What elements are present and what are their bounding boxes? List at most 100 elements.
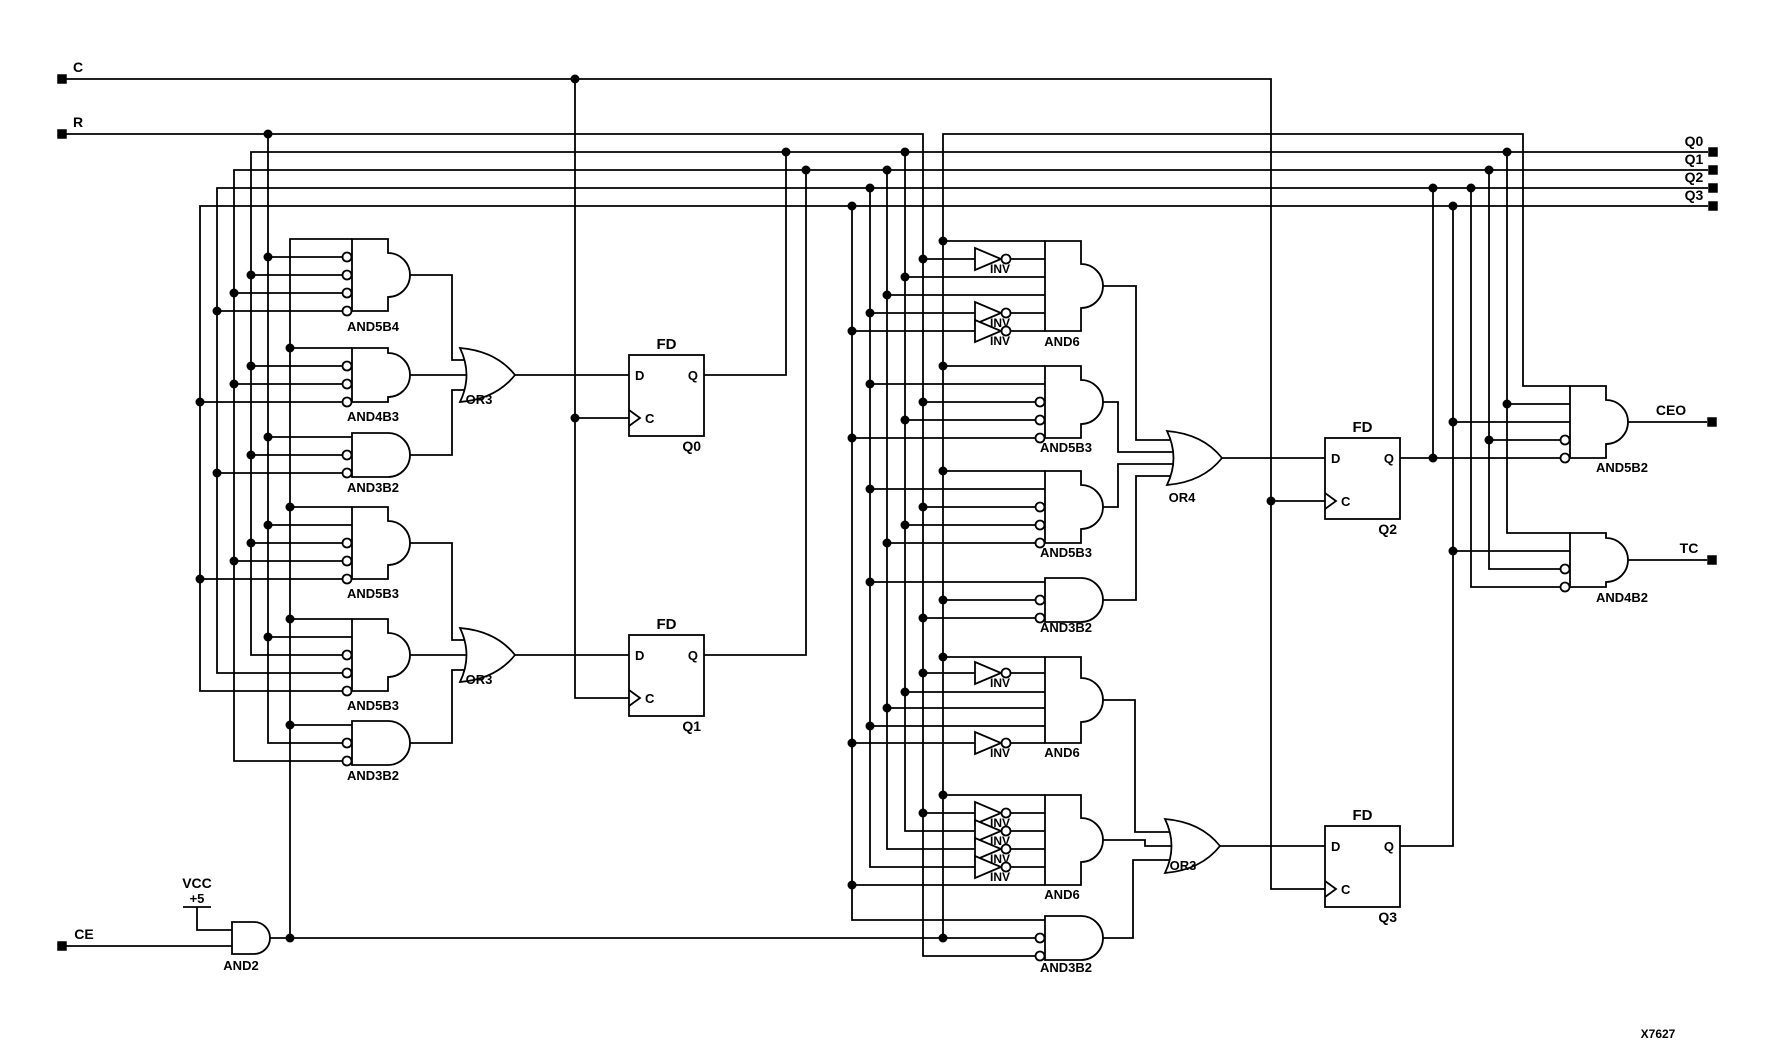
junction-dot [285,343,295,353]
and-gate-body [1044,577,1104,623]
terminal-label: C [73,59,83,75]
junction-dot [918,668,928,678]
fd-label: FD [1353,807,1373,824]
input-bubble-icon [341,537,353,549]
fd-pin-q: Q [1384,451,1394,466]
junction-dot [900,147,910,157]
fd-pin-d: D [635,368,644,383]
junction-dot [1466,183,1476,193]
gate-and3b2-2: AND3B2 [341,432,411,495]
and-gate-body [351,238,411,312]
wire [1103,401,1177,453]
junction-dot [1448,546,1458,556]
wire [1103,475,1177,601]
clock-chevron-icon [1324,492,1338,510]
input-bubble-icon [341,667,353,679]
and-gate-body [1044,915,1104,961]
inverter-icon [974,318,1004,344]
junction-dot [801,165,811,175]
wire-layer [66,78,1708,957]
gate-label: OR3 [466,392,493,407]
terminal-pad-icon [1707,417,1717,427]
input-bubble-icon [1034,950,1046,962]
junction-dot [1428,183,1438,193]
input-bubble-icon [341,467,353,479]
junction-dot [882,165,892,175]
junction-dot [918,502,928,512]
terminal-label: Q0 [1685,133,1704,149]
gate-and3b2-13: AND3B2 [1034,577,1104,635]
junction-dot [246,270,256,280]
junction-dot [1448,201,1458,211]
junction-dot [212,306,222,316]
junction-dot [229,288,239,298]
inverter-icon [974,300,1004,326]
input-bubble-icon [341,449,353,461]
terminal-label: CEO [1656,402,1686,418]
junction-dot [938,466,948,476]
input-bubble-icon [1559,563,1571,575]
inv-bubble-icon [1000,843,1012,855]
fd-pin-q: Q [688,648,698,663]
wire [1400,206,1454,847]
and-gate-body [1044,656,1104,744]
inv-label: INV [990,870,1010,884]
inv-bubble-icon [1000,807,1012,819]
inv-bubble-icon [1000,325,1012,337]
input-bubble-icon [1034,501,1046,513]
junction-dot [865,183,875,193]
gate-and3b2-5: AND3B2 [341,720,411,783]
terminal-label: TC [1680,540,1699,556]
gate-label: OR3 [1170,858,1197,873]
inv-bubble-icon [1000,825,1012,837]
fd-instance-label: Q0 [682,438,701,454]
annotation-x7627: X7627 [1641,1027,1676,1041]
gate-label: AND3B2 [347,480,399,495]
input-bubble-icon [341,573,353,585]
junction-dot [865,484,875,494]
terminal-label: CE [74,926,93,942]
junction-dot [900,520,910,530]
wire [289,238,352,938]
wire [1103,839,1175,847]
wire [267,134,342,744]
junction-dot [918,397,928,407]
input-bubble-icon [1559,434,1571,446]
fd-pin-d: D [635,648,644,663]
gate-label: AND5B3 [347,698,399,713]
gate-label: AND6 [1044,887,1079,902]
or-gate-body [458,626,517,684]
junction-dot [285,720,295,730]
junction-dot [918,254,928,264]
wire [886,170,975,850]
junction-dot [918,808,928,818]
gate-and4b2-22: AND4B2 [1559,532,1648,605]
terminal-q2: Q2 [1685,169,1718,193]
terminal-pad-icon [57,74,67,84]
gate-label: AND5B3 [347,586,399,601]
inverter-icon [974,854,1004,880]
terminal-pad-icon [57,941,67,951]
junction-dot [1484,165,1494,175]
inverter-icon [974,246,1004,272]
gate-label: AND3B2 [1040,620,1092,635]
junction-dot [263,129,273,139]
gate-and5b2-21: AND5B2 [1559,385,1648,475]
input-bubble-icon [1559,452,1571,464]
junction-dot [865,379,875,389]
terminal-q1: Q1 [1685,151,1718,175]
clock-chevron-icon [628,409,642,427]
junction-dot [285,614,295,624]
input-bubble-icon [341,649,353,661]
clock-chevron-icon [628,689,642,707]
or-gate-body [458,346,517,404]
input-bubble-icon [1034,594,1046,606]
terminal-pad-icon [1708,165,1718,175]
junction-dot [263,520,273,530]
wire [410,389,470,456]
junction-dot [847,880,857,890]
junction-dot [263,252,273,262]
